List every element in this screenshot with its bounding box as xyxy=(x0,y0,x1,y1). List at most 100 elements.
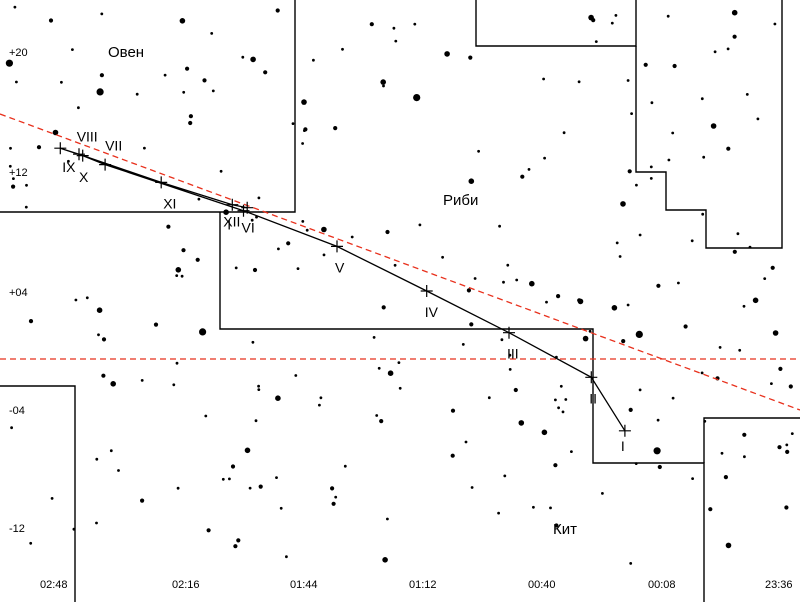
star xyxy=(657,464,662,470)
star xyxy=(50,497,54,500)
star xyxy=(725,542,732,549)
star xyxy=(731,9,738,16)
constellation-label-cetus: Кит xyxy=(553,521,577,538)
star xyxy=(95,457,99,461)
star xyxy=(742,304,746,308)
star xyxy=(615,241,619,245)
star xyxy=(772,330,779,336)
star xyxy=(291,122,295,125)
star xyxy=(667,158,671,162)
star xyxy=(285,555,288,559)
boundary-cetus-right xyxy=(703,417,800,463)
star xyxy=(743,455,746,459)
star xyxy=(301,142,304,145)
star xyxy=(618,255,622,258)
star xyxy=(101,337,107,342)
star xyxy=(582,335,589,342)
star xyxy=(398,386,402,390)
star xyxy=(210,32,214,35)
star xyxy=(666,14,670,18)
star xyxy=(140,379,144,382)
boundary-pegasus-stairs xyxy=(635,0,783,249)
star xyxy=(377,366,381,370)
star xyxy=(382,84,385,88)
star xyxy=(195,257,200,262)
month-label: V xyxy=(335,259,345,275)
star xyxy=(543,156,546,160)
track-marker xyxy=(54,142,67,155)
star xyxy=(96,88,104,96)
star xyxy=(99,73,104,78)
star xyxy=(541,429,548,436)
star xyxy=(713,50,717,54)
dec-tick-minus12: -12 xyxy=(9,523,25,535)
month-label: X xyxy=(79,169,89,185)
star xyxy=(5,59,13,67)
star xyxy=(109,449,113,453)
star xyxy=(275,476,278,479)
star xyxy=(466,288,471,293)
ra-tick-0040: 00:40 xyxy=(528,579,556,591)
star xyxy=(770,382,773,385)
star xyxy=(230,464,236,469)
star xyxy=(375,414,379,417)
star xyxy=(188,120,193,126)
star xyxy=(545,300,548,304)
star xyxy=(175,361,179,365)
star xyxy=(241,55,245,59)
star xyxy=(24,205,28,209)
track-marker xyxy=(420,285,433,297)
star xyxy=(393,263,397,267)
star xyxy=(381,305,386,310)
star xyxy=(163,73,167,77)
ra-tick-0112: 01:12 xyxy=(409,579,437,591)
star xyxy=(520,174,525,179)
star xyxy=(738,348,742,352)
ra-tick-0008: 00:08 xyxy=(648,579,676,591)
star xyxy=(153,322,159,327)
star xyxy=(468,178,475,184)
star xyxy=(140,498,145,503)
star xyxy=(464,440,468,444)
star xyxy=(671,396,675,400)
track-marker xyxy=(226,198,239,211)
star xyxy=(487,396,491,400)
star xyxy=(296,267,300,270)
star xyxy=(392,26,396,30)
star xyxy=(228,477,231,481)
star xyxy=(477,149,480,153)
star xyxy=(594,40,598,43)
month-label: III xyxy=(507,346,519,362)
star xyxy=(498,224,501,228)
star xyxy=(286,241,291,246)
month-label: I xyxy=(227,217,231,233)
star xyxy=(549,506,552,510)
star xyxy=(742,432,747,437)
star xyxy=(110,381,116,387)
star xyxy=(101,373,106,378)
star xyxy=(559,384,563,388)
star xyxy=(321,226,327,233)
month-label: I xyxy=(621,438,625,454)
star xyxy=(176,486,180,490)
star xyxy=(444,51,450,57)
star xyxy=(350,235,354,239)
star xyxy=(85,296,89,300)
star xyxy=(258,484,263,489)
star xyxy=(500,338,504,342)
star xyxy=(185,66,190,71)
ecliptic-line xyxy=(0,113,800,411)
star xyxy=(236,538,241,543)
star xyxy=(708,507,713,512)
star xyxy=(635,330,643,338)
star xyxy=(182,90,186,94)
ra-tick-2336: 23:36 xyxy=(765,579,793,591)
star xyxy=(752,297,759,304)
star xyxy=(470,486,474,489)
star xyxy=(763,277,767,280)
star xyxy=(527,168,531,171)
star xyxy=(577,298,584,305)
